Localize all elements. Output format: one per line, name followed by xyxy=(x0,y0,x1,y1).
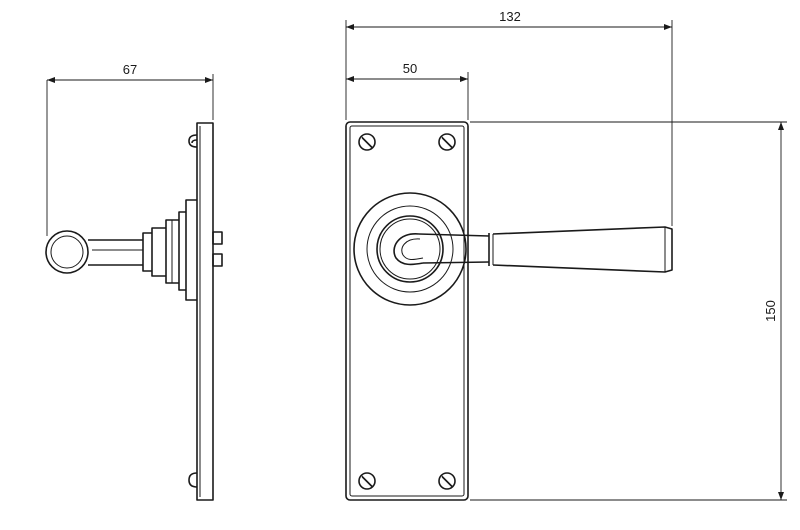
front-lever-shaft xyxy=(418,233,490,264)
front-backplate-inner xyxy=(349,125,465,497)
side-screw-bottom xyxy=(188,472,198,488)
front-backplate-outer xyxy=(345,121,469,501)
dimension-overall-width: 132 xyxy=(345,9,673,226)
side-neck xyxy=(151,227,166,277)
front-lever-neck xyxy=(393,233,424,266)
front-rose-ring-3 xyxy=(376,215,444,283)
dimension-label-50: 50 xyxy=(403,61,417,76)
side-spindle-stub-bottom xyxy=(212,253,223,267)
dimension-label-132: 132 xyxy=(499,9,521,24)
side-collar xyxy=(142,232,152,272)
dimension-label-150: 150 xyxy=(763,300,778,322)
side-lever-arm xyxy=(88,239,143,266)
front-view xyxy=(345,121,673,501)
side-backplate xyxy=(196,122,214,501)
side-view xyxy=(45,122,223,501)
side-screw-top-upper xyxy=(188,134,198,148)
screw-bottom-right xyxy=(438,472,456,490)
front-lever-blade xyxy=(492,226,673,273)
side-screw-top-lower xyxy=(191,139,198,144)
screw-top-left xyxy=(358,133,376,151)
screw-bottom-left xyxy=(358,472,376,490)
front-rose-outer xyxy=(353,192,467,306)
front-rose-ring-4 xyxy=(379,218,441,280)
dimension-backplate-height: 150 xyxy=(470,121,787,501)
front-lever-neck-inner xyxy=(401,238,424,261)
side-spindle-stub-top xyxy=(212,231,223,245)
dimension-label-67: 67 xyxy=(123,62,137,77)
dimension-side-projection: 67 xyxy=(46,62,214,236)
screw-top-right xyxy=(438,133,456,151)
side-lever-knob-inner xyxy=(50,235,84,269)
front-rose-ring-2 xyxy=(366,205,454,293)
dimension-backplate-width: 50 xyxy=(346,61,469,120)
side-rose-middle xyxy=(178,211,186,291)
side-rose-outer xyxy=(185,199,197,301)
side-lever-knob-outer xyxy=(45,230,89,274)
